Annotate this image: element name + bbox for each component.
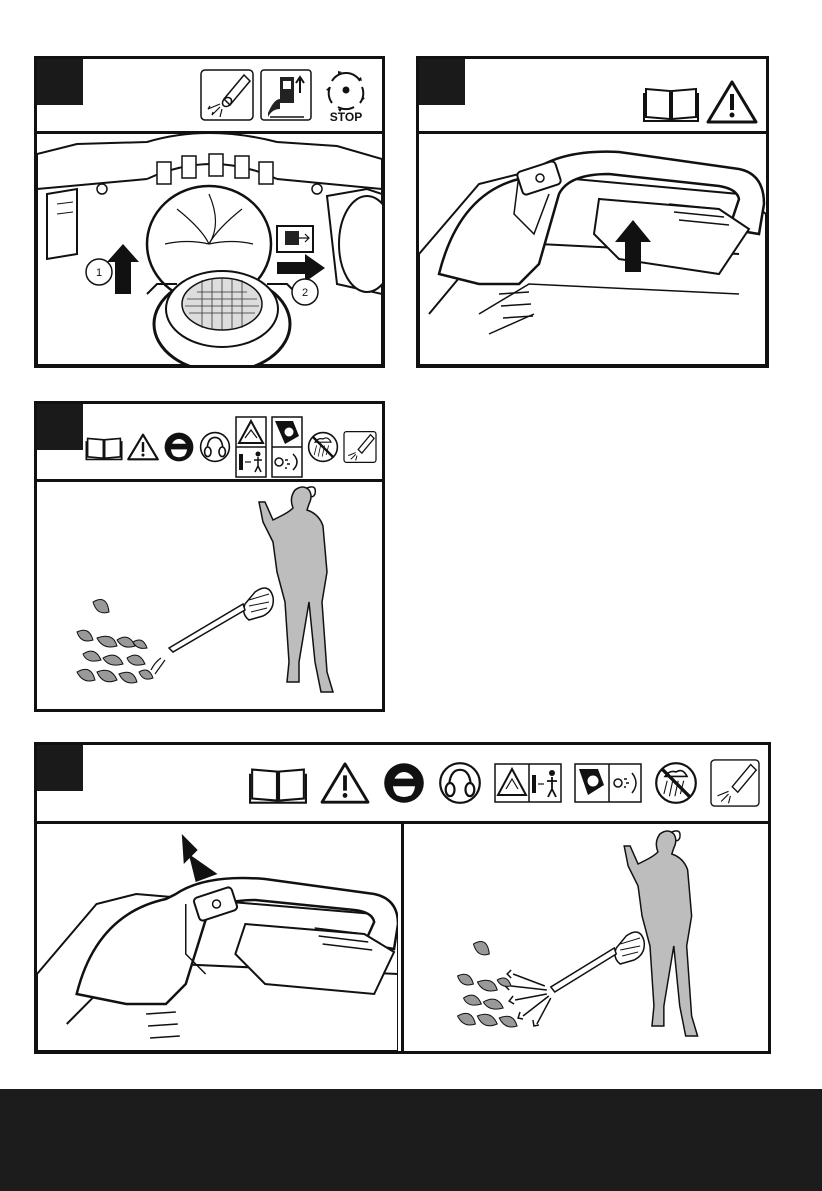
flying-debris-icon xyxy=(574,763,642,803)
panel-3 xyxy=(34,401,385,712)
panel-3-header xyxy=(37,404,382,482)
eye-protection-icon xyxy=(163,431,195,463)
keep-bystanders-away-icon xyxy=(494,763,562,803)
warning-icon xyxy=(127,432,159,462)
step-tab xyxy=(37,404,83,450)
ear-protection-icon xyxy=(438,761,482,805)
keep-bystanders-away-icon xyxy=(235,416,267,478)
blower-output-icon xyxy=(343,431,377,463)
blower-output-icon xyxy=(200,69,254,121)
warning-icon xyxy=(320,761,370,805)
footer-bar xyxy=(0,1089,822,1191)
panel-2-icons xyxy=(642,73,758,131)
panel-2-illustration xyxy=(419,134,766,365)
flying-debris-icon xyxy=(271,416,303,478)
panel-1: STOP xyxy=(34,56,385,368)
step-tab xyxy=(419,59,465,105)
panel-1-icons: STOP xyxy=(200,59,374,131)
step-tab xyxy=(37,745,83,791)
callout-1: 1 xyxy=(96,267,102,279)
panel-2 xyxy=(416,56,769,368)
no-rain-icon xyxy=(307,431,339,463)
panel-1-header: STOP xyxy=(37,59,382,134)
panel-4 xyxy=(34,742,771,1054)
panel-4-header xyxy=(37,745,768,824)
warning-icon xyxy=(706,79,758,125)
read-manual-icon xyxy=(85,432,123,462)
no-rain-icon xyxy=(654,761,698,805)
panel-4-illustration-left xyxy=(37,824,398,1051)
stop-label: STOP xyxy=(330,110,362,123)
read-manual-icon xyxy=(248,761,308,805)
eye-protection-icon xyxy=(382,761,426,805)
blower-output-icon xyxy=(710,759,760,807)
panel-4-icons xyxy=(248,745,760,821)
ear-protection-icon xyxy=(199,431,231,463)
stop-impeller-icon: STOP xyxy=(318,67,374,123)
step-tab xyxy=(37,59,83,105)
callout-2: 2 xyxy=(302,287,308,299)
panel-4-illustration-right xyxy=(404,824,768,1051)
panel-3-icons xyxy=(85,414,377,479)
read-manual-icon xyxy=(642,81,700,123)
battery-remove-icon xyxy=(260,69,312,121)
panel-3-illustration xyxy=(37,482,382,709)
panel-2-header xyxy=(419,59,766,134)
